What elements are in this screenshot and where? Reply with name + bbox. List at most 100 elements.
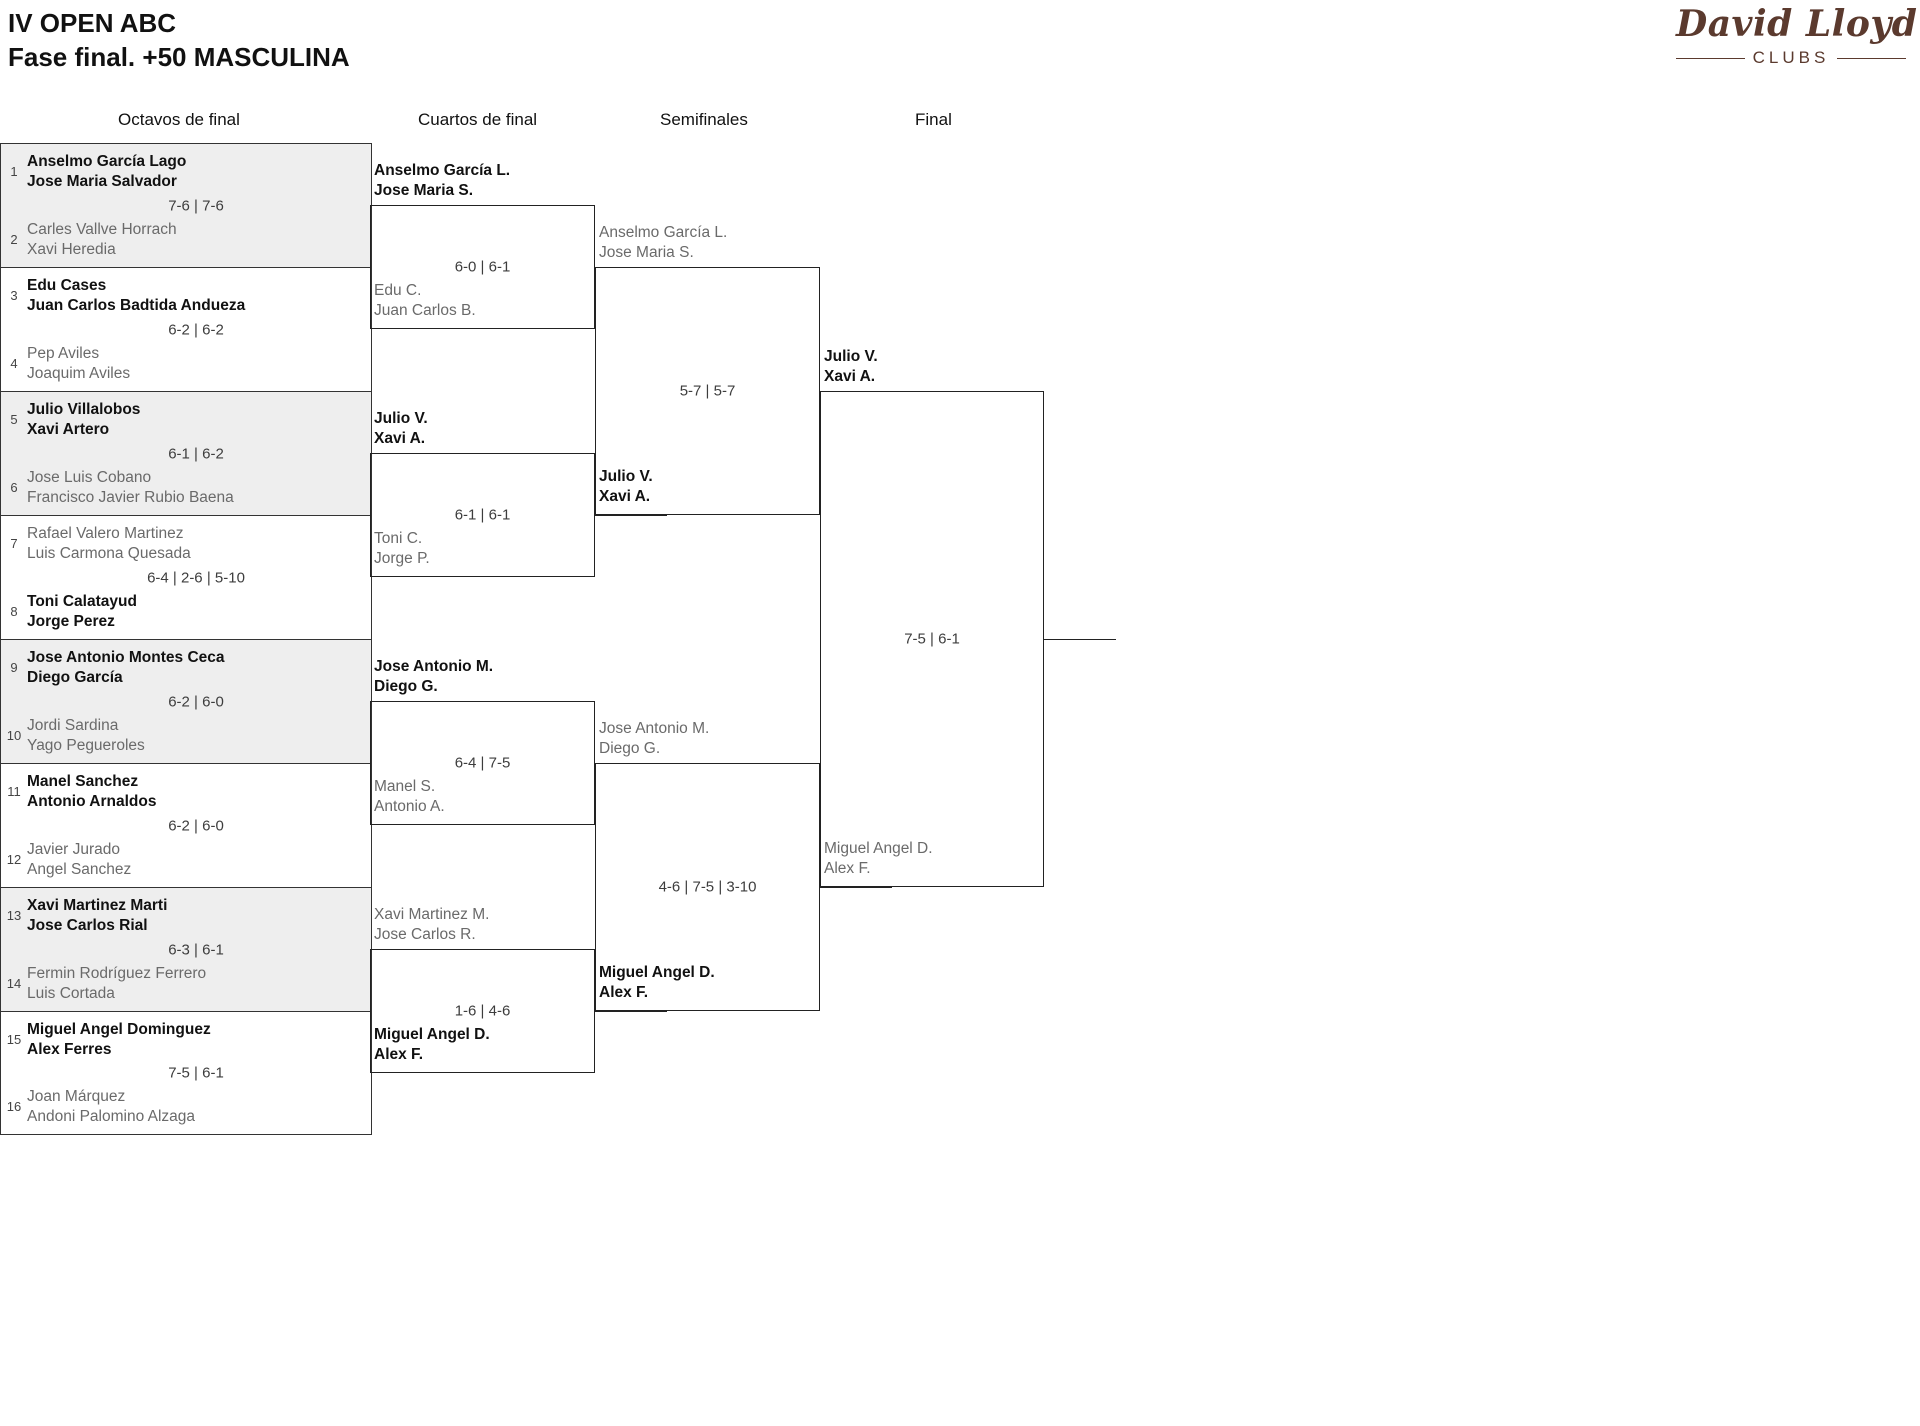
player-name: Jorge P.	[374, 549, 430, 567]
player-name: Angel Sanchez	[27, 860, 132, 878]
logo-wordmark: David Lloyd	[1676, 3, 1918, 45]
player-name: Jose Maria S.	[374, 181, 474, 199]
round3-entrant: Anselmo García L.Jose Maria S.	[599, 223, 727, 262]
round4-entrant: Miguel Angel D.Alex F.	[824, 839, 933, 878]
round-header-final: Final	[915, 110, 952, 129]
match-score: 4-6 | 7-5 | 3-10	[658, 878, 757, 896]
player-name: Alex F.	[374, 1045, 424, 1063]
player-name: Xavi A.	[599, 487, 651, 505]
bracket-connector	[820, 887, 892, 888]
player-name: Carles Vallve Horrach	[27, 221, 177, 238]
player-name: Miguel Angel D.	[374, 1026, 490, 1043]
player-name: Luis Cortada	[27, 984, 115, 1002]
player-name: Julio V.	[374, 410, 428, 427]
match-score: 7-5 | 6-1	[904, 630, 960, 648]
round2-entrant: Jose Antonio M.Diego G.	[374, 657, 493, 696]
match-score: 6-0 | 6-1	[454, 258, 511, 276]
round4-match[interactable]: 7-5 | 6-1	[820, 391, 1044, 887]
seed-number: 16	[6, 1099, 22, 1114]
player-name: Jose Maria S.	[599, 243, 694, 261]
player-name: Jose Antonio M.	[374, 658, 494, 675]
player-name: Jose Antonio M.	[599, 720, 710, 737]
player-name: Toni Calatayud	[27, 593, 137, 610]
player-name: Jose Carlos R.	[374, 925, 476, 943]
round3-match[interactable]: 5-7 | 5-7	[595, 267, 820, 515]
player-name: Jose Antonio Montes Ceca	[27, 649, 225, 666]
seed-number: 12	[6, 852, 22, 867]
player-name: Xavi Heredia	[27, 240, 116, 258]
round-header-octavos: Octavos de final	[118, 110, 240, 129]
round2-match[interactable]: 6-0 | 6-1	[370, 205, 595, 329]
round-header-semifinales: Semifinales	[660, 110, 748, 129]
player-name: Manel S.	[374, 778, 436, 795]
match-score: 1-6 | 4-6	[454, 1002, 511, 1020]
player-name: Juan Carlos Badtida Andueza	[27, 296, 246, 314]
round2-entrant: Edu C.Juan Carlos B.	[374, 281, 476, 320]
match-score: 7-6 | 7-6	[168, 197, 224, 214]
round2-match[interactable]: 6-1 | 6-1	[370, 453, 595, 577]
seed-number: 15	[6, 1032, 22, 1047]
player-name: Luis Carmona Quesada	[27, 544, 191, 562]
player-name: Fermin Rodríguez Ferrero	[27, 965, 207, 982]
player-name: Anselmo García L.	[374, 162, 511, 179]
player-name: Edu Cases	[27, 277, 107, 294]
seed-number: 11	[7, 784, 21, 799]
round2-entrant: Xavi Martinez M. Jose Carlos R.	[374, 905, 489, 944]
round3-entrant: Miguel Angel D.Alex F.	[599, 963, 715, 1002]
bracket-connector	[595, 515, 667, 516]
player-name: Xavi Martinez M.	[374, 906, 490, 923]
player-name: Manel Sanchez	[27, 773, 139, 790]
player-name: Joan Márquez	[27, 1088, 126, 1105]
player-name: Diego G.	[599, 739, 661, 757]
round3-match[interactable]: 4-6 | 7-5 | 3-10	[595, 763, 820, 1011]
round2-match[interactable]: 6-4 | 7-5	[370, 701, 595, 825]
player-name: Jose Luis Cobano	[27, 469, 152, 486]
player-name: Javier Jurado	[27, 841, 121, 858]
player-name: Alex F.	[824, 859, 871, 877]
match-score: 6-2 | 6-0	[168, 817, 224, 834]
seed-number: 5	[10, 412, 18, 427]
round2-match[interactable]: 1-6 | 4-6	[370, 949, 595, 1073]
logo-subline: CLUBS	[1676, 48, 1906, 68]
round-header-cuartos: Cuartos de final	[418, 110, 538, 129]
player-name: Alex Ferres	[27, 1040, 112, 1058]
player-name: Antonio Arnaldos	[27, 792, 157, 810]
tournament-name: IV OPEN ABC	[8, 8, 177, 38]
seed-number: 3	[10, 288, 18, 303]
bracket-connector	[595, 1011, 667, 1012]
player-name: Francisco Javier Rubio Baena	[27, 488, 234, 506]
player-name: Julio Villalobos	[27, 401, 141, 418]
round2-entrant: Julio V.Xavi A.	[374, 409, 428, 448]
round2-entrant: Toni C.Jorge P.	[374, 529, 430, 568]
seed-number: 13	[6, 908, 22, 923]
round3-entrant: Julio V.Xavi A.	[599, 467, 653, 506]
match-score: 6-1 | 6-2	[168, 445, 224, 462]
player-name: Diego García	[27, 668, 123, 686]
